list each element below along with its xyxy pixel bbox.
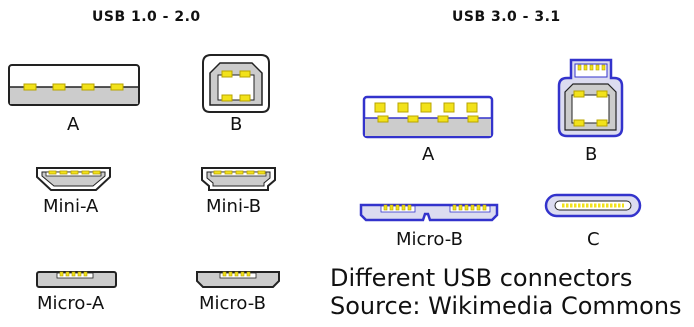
usb3-a-label: A [422,144,435,165]
usb2-micro-a-connector [36,271,117,288]
usb3-b-connector [557,58,624,138]
usb2-mini-a-label: Mini-A [43,196,99,217]
usb2-mini-b-label: Mini-B [206,196,262,217]
usb3-micro-b-label: Micro-B [396,229,463,250]
usb2-micro-a-label: Micro-A [37,293,105,314]
usb2-mini-a-connector [36,167,111,191]
usb2-a-label: A [67,114,80,135]
caption-source: Source: Wikimedia Commons [330,292,682,320]
usb2-micro-b-label: Micro-B [199,293,266,314]
usb2-mini-b-connector [201,167,276,191]
usb3-a-connector [362,95,494,139]
usb-c-connector [544,193,642,218]
usb2-micro-b-connector [196,271,280,288]
usb3-b-label: B [585,144,598,165]
usb2-group-title: USB 1.0 - 2.0 [92,9,201,25]
usb3-micro-b-connector [359,203,499,222]
usb2-a-connector [8,64,140,106]
usb2-b-label: B [230,114,243,135]
usb-c-label: C [587,229,600,250]
usb2-b-connector [202,54,270,113]
usb3-group-title: USB 3.0 - 3.1 [452,9,561,25]
caption-title: Different USB connectors [330,264,633,292]
